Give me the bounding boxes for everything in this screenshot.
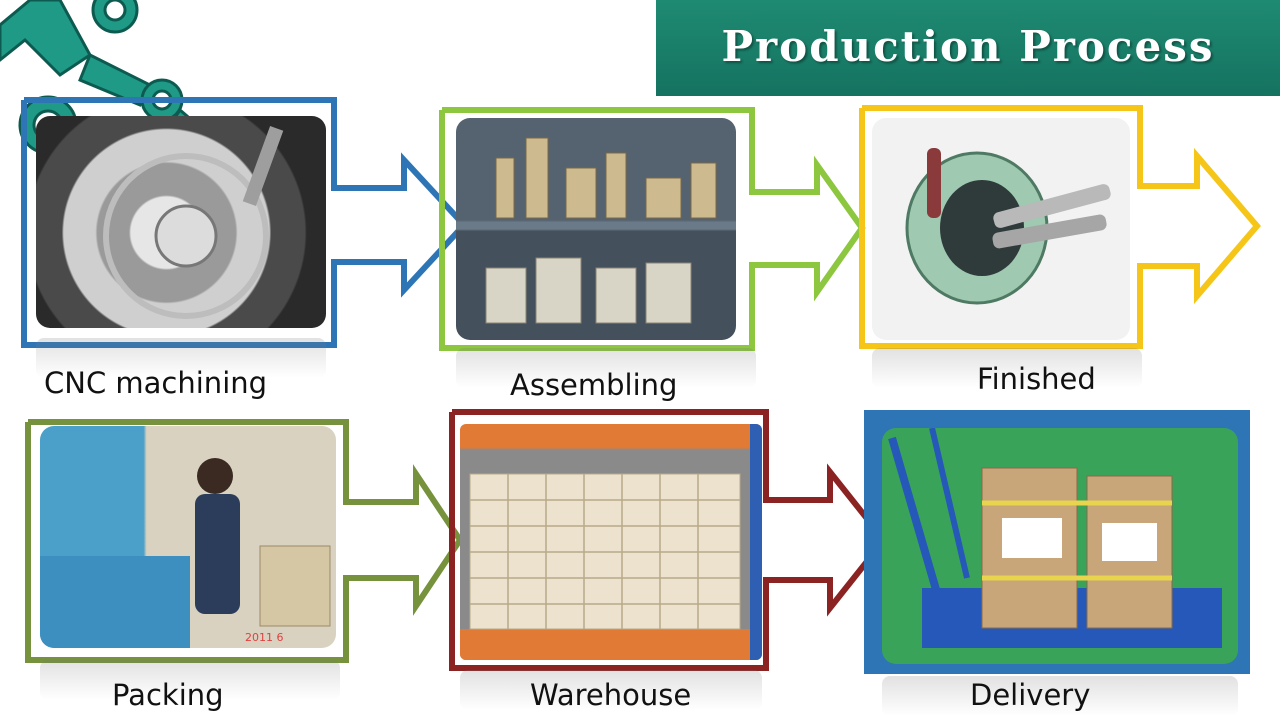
packing-photo: 2011 6 xyxy=(40,426,336,648)
finished-product-photo xyxy=(872,118,1130,340)
arrow-packing-to-warehouse xyxy=(25,419,464,663)
step-label-packing: Packing xyxy=(112,678,224,712)
arrow-cnc-to-assembling xyxy=(21,97,469,348)
svg-text:2011 6: 2011 6 xyxy=(245,631,284,644)
packing-worker-icon: 2011 6 xyxy=(40,458,331,648)
boxes-shelf-icon xyxy=(460,424,762,660)
step-label-assembling: Assembling xyxy=(510,368,678,402)
arrow-finished xyxy=(859,105,1261,349)
finished-chuck-icon xyxy=(905,148,1111,305)
warehouse-photo xyxy=(460,424,762,660)
arrow-warehouse-to-delivery xyxy=(449,409,888,671)
page-title: Production Process xyxy=(721,22,1215,71)
step-label-delivery: Delivery xyxy=(970,678,1091,712)
step-label-warehouse: Warehouse xyxy=(530,678,692,712)
cnc-chuck-icon xyxy=(103,126,284,319)
delivery-photo xyxy=(882,428,1238,664)
assembling-photo xyxy=(456,118,736,340)
title-banner: Production Process xyxy=(656,0,1280,96)
arrow-assembling-to-finished xyxy=(439,107,866,351)
parts-shelf-icon xyxy=(485,137,717,324)
delivery-cart-icon xyxy=(888,428,1222,648)
step-label-cnc: CNC machining xyxy=(44,366,268,400)
cnc-machining-photo xyxy=(36,116,326,328)
step-label-finished: Finished xyxy=(977,362,1096,396)
